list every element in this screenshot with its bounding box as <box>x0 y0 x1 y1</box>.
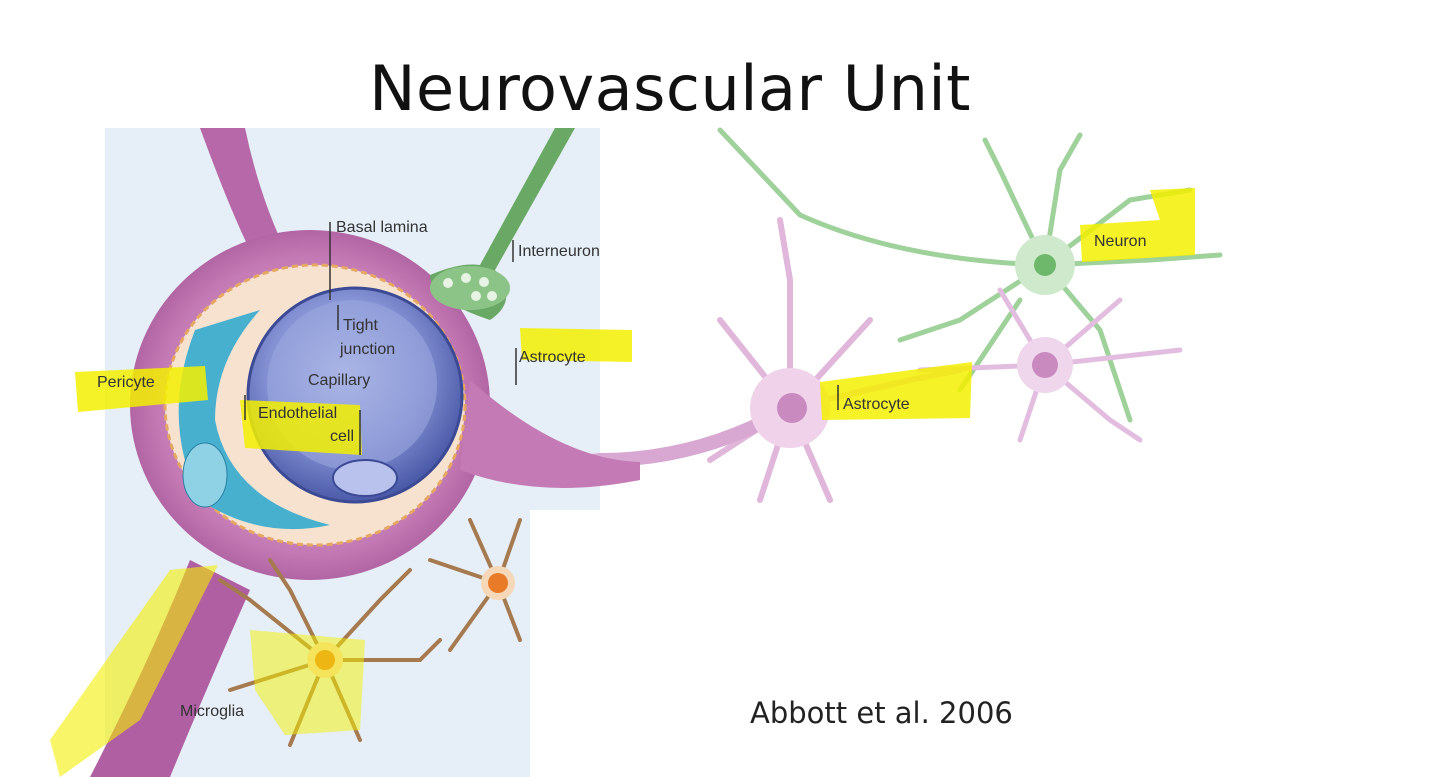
label-interneuron: Interneuron <box>518 243 600 260</box>
label-neuron: Neuron <box>1094 233 1146 250</box>
label-astrocyte-left: Astrocyte <box>519 349 586 366</box>
pericyte-nucleus <box>182 442 228 508</box>
label-astrocyte-right: Astrocyte <box>843 396 910 413</box>
label-endothelial: Endothelial <box>258 405 337 422</box>
label-microglia: Microglia <box>180 703 244 720</box>
astrocyte-process-top <box>200 128 290 260</box>
slide-title: Neurovascular Unit <box>369 52 971 125</box>
endothelial-nucleus <box>332 459 398 497</box>
label-capillary: Capillary <box>308 372 370 389</box>
neuron-nucleus <box>1034 254 1056 276</box>
highlighter-marks <box>50 188 1195 777</box>
label-tight-junction: Tight <box>343 317 379 334</box>
label-tight-junction-2: junction <box>339 341 395 358</box>
label-basal-lamina: Basal lamina <box>336 219 428 236</box>
citation: Abbott et al. 2006 <box>750 696 1013 730</box>
label-endothelial-cell: cell <box>330 428 354 445</box>
label-pericyte: Pericyte <box>97 374 155 391</box>
